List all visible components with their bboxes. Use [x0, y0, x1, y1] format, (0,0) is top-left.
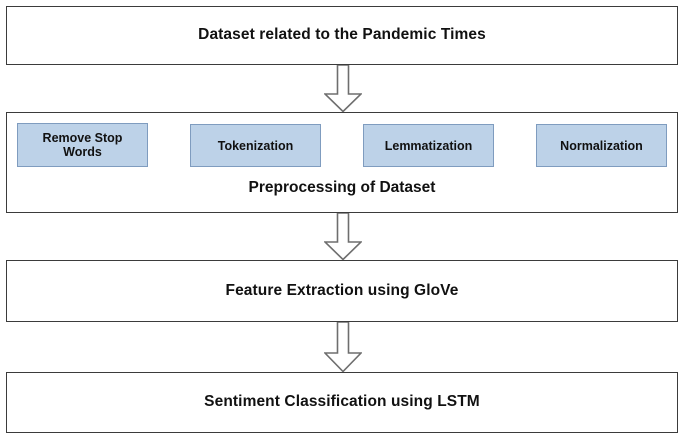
preprocess-step-remove-stop-words[interactable]: Remove Stop Words: [17, 123, 148, 167]
stage-label-dataset: Dataset related to the Pandemic Times: [198, 26, 486, 44]
stage-label-sentiment-classification: Sentiment Classification using LSTM: [204, 393, 480, 411]
preprocess-step-label: Tokenization: [217, 138, 294, 153]
down-block-arrow-icon: [323, 213, 362, 260]
stage-box-sentiment-classification: Sentiment Classification using LSTM: [6, 372, 678, 433]
stage-box-dataset: Dataset related to the Pandemic Times: [6, 6, 678, 65]
preprocess-step-lemmatization[interactable]: Lemmatization: [363, 124, 494, 167]
stage-box-feature-extraction: Feature Extraction using GloVe: [6, 260, 678, 322]
preprocess-step-label: Lemmatization: [384, 138, 473, 153]
stage-label-feature-extraction: Feature Extraction using GloVe: [225, 281, 459, 299]
stage-box-preprocessing: Remove Stop Words Tokenization Lemmatiza…: [6, 112, 678, 213]
preprocessing-steps-row: Remove Stop Words Tokenization Lemmatiza…: [17, 123, 667, 167]
down-block-arrow-icon: [323, 65, 362, 112]
preprocess-step-normalization[interactable]: Normalization: [536, 124, 667, 167]
preprocess-step-label: Remove Stop Words: [42, 131, 123, 159]
down-block-arrow-icon: [323, 322, 362, 372]
preprocess-step-tokenization[interactable]: Tokenization: [190, 124, 321, 167]
preprocess-step-label: Normalization: [560, 138, 643, 153]
stage-label-preprocessing: Preprocessing of Dataset: [248, 179, 436, 196]
